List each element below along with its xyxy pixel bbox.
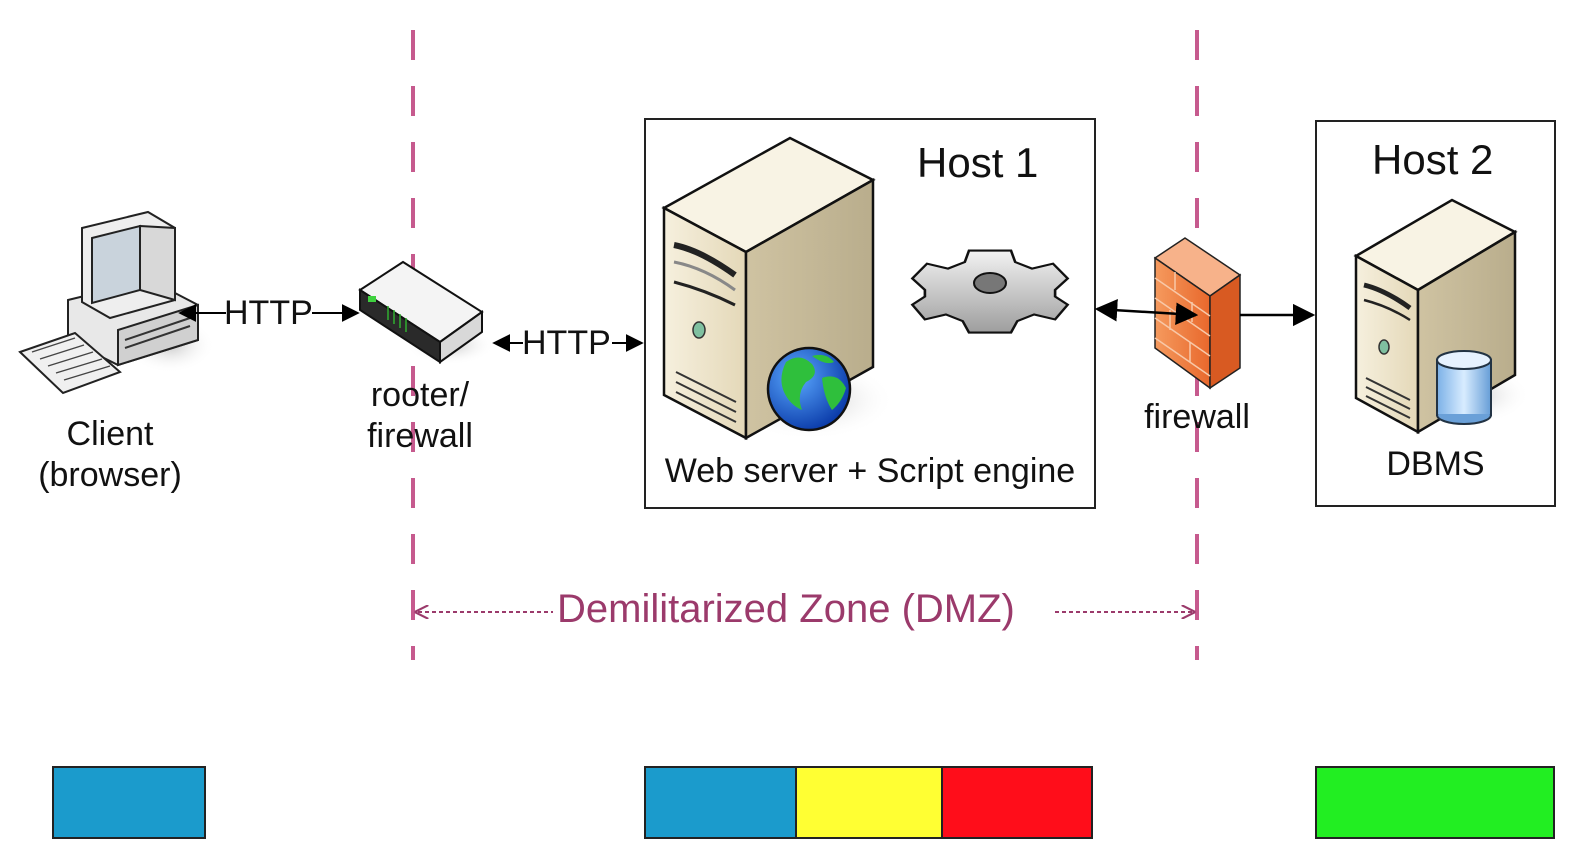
router-icon (358, 260, 495, 365)
connector-host1-firewall (1094, 298, 1199, 326)
router-label: rooter/ firewall (345, 375, 495, 457)
legend-block-host2 (1315, 766, 1555, 839)
client-label: Client (browser) (30, 414, 190, 496)
database-icon (1436, 350, 1492, 425)
legend-block-host1-web (644, 766, 797, 839)
host2-box (1315, 120, 1556, 507)
firewall-label: firewall (1144, 398, 1250, 436)
dmz-label: Demilitarized Zone (DMZ) (553, 587, 1019, 632)
host2-title: Host 2 (1372, 136, 1494, 183)
legend-blocks (52, 766, 1555, 839)
host1-title: Host 1 (917, 139, 1039, 186)
host1-caption: Web server + Script engine (664, 452, 1076, 490)
computer-icon (18, 210, 215, 395)
legend-block-client (52, 766, 206, 839)
client-label-line1: Client (66, 415, 154, 453)
http-label-right: HTTP (522, 324, 611, 362)
router-label-line1: rooter/ (370, 376, 470, 414)
gear-icon (910, 249, 1070, 334)
router-label-line2: firewall (367, 416, 473, 455)
legend-block-host1-extra (941, 766, 1093, 839)
globe-icon (766, 346, 852, 432)
client-label-line2: (browser) (38, 455, 182, 494)
host2-caption: DBMS (1386, 445, 1485, 483)
legend-block-host1-script (795, 766, 943, 839)
http-label-left: HTTP (224, 294, 313, 332)
